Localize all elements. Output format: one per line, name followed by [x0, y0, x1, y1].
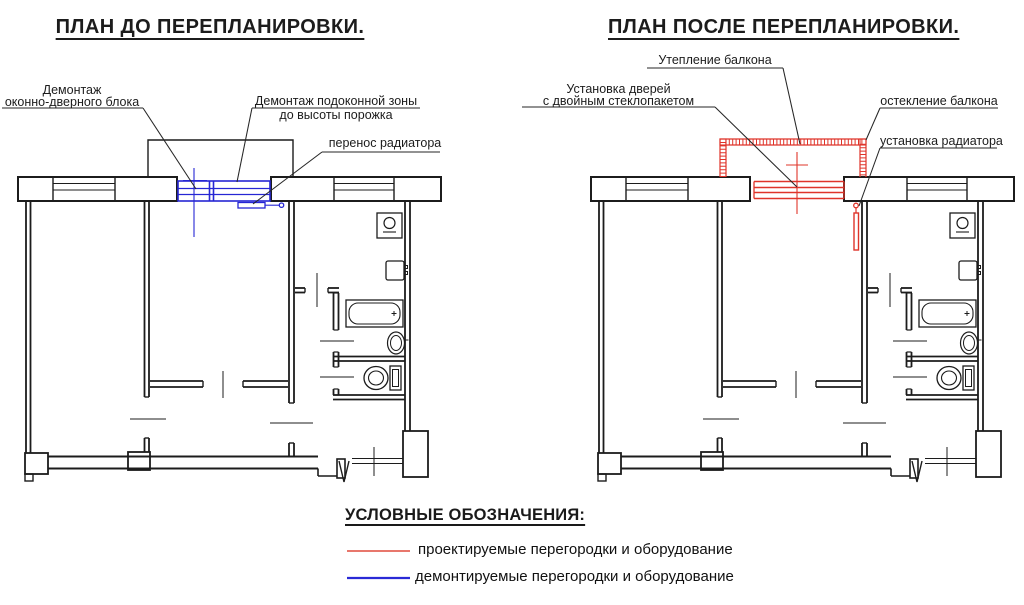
label-install-doors-line2: с двойным стеклопакетом	[542, 94, 695, 108]
kitchen-sink-icon	[385, 260, 408, 281]
title-plan-after: ПЛАН ПОСЛЕ ПЕРЕПЛАНИРОВКИ.	[608, 16, 960, 38]
entry-door-swing-icon	[338, 460, 350, 483]
legend-item-new-partitions: проектируемые перегородки и оборудование	[418, 541, 733, 558]
entry-door-swing-icon	[911, 460, 923, 483]
label-balcony-glazing: остекление балкона	[880, 94, 998, 108]
label-demolish-sill-line1: Демонтаж подоконной зоны	[254, 94, 418, 108]
label-relocate-radiator: перенос радиатора	[328, 136, 442, 150]
walls	[17, 176, 442, 482]
label-balcony-insulation: Утепление балкона	[658, 53, 772, 67]
radiator-icon	[237, 201, 285, 209]
toilet-icon	[363, 365, 402, 391]
label-demolish-window-door-line2: оконно-дверного блока	[4, 95, 140, 109]
bathtub-icon	[345, 299, 404, 328]
legend-item-demolished-partitions: демонтируемые перегородки и оборудование	[415, 568, 734, 585]
kitchen-sink-icon	[958, 260, 981, 281]
toilet-icon	[936, 365, 975, 391]
legend-title: УСЛОВНЫЕ ОБОЗНАЧЕНИЯ:	[345, 506, 586, 524]
bathtub-icon	[918, 299, 977, 328]
label-install-radiator: установка радиатора	[880, 134, 1003, 148]
label-demolish-window-door-line1: Демонтаж	[42, 83, 102, 97]
washbasin-icon	[386, 331, 409, 355]
title-plan-before: ПЛАН ДО ПЕРЕПЛАНИРОВКИ.	[55, 16, 365, 38]
label-demolish-sill-line2: до высоты порожка	[279, 108, 393, 122]
stove-icon	[949, 212, 976, 239]
legend-line-samples	[347, 550, 410, 580]
stove-icon	[376, 212, 403, 239]
annotation-leader-lines	[2, 67, 998, 207]
floor-plan-before	[17, 139, 442, 483]
balcony-outline	[147, 139, 294, 177]
label-install-doors-line1: Установка дверей	[566, 82, 671, 96]
floor-plan-after	[590, 138, 1015, 483]
radiator-icon	[853, 202, 860, 251]
washbasin-icon	[959, 331, 982, 355]
balcony-glazing	[719, 138, 867, 177]
walls	[590, 176, 1015, 482]
new-door-marks	[753, 152, 845, 214]
